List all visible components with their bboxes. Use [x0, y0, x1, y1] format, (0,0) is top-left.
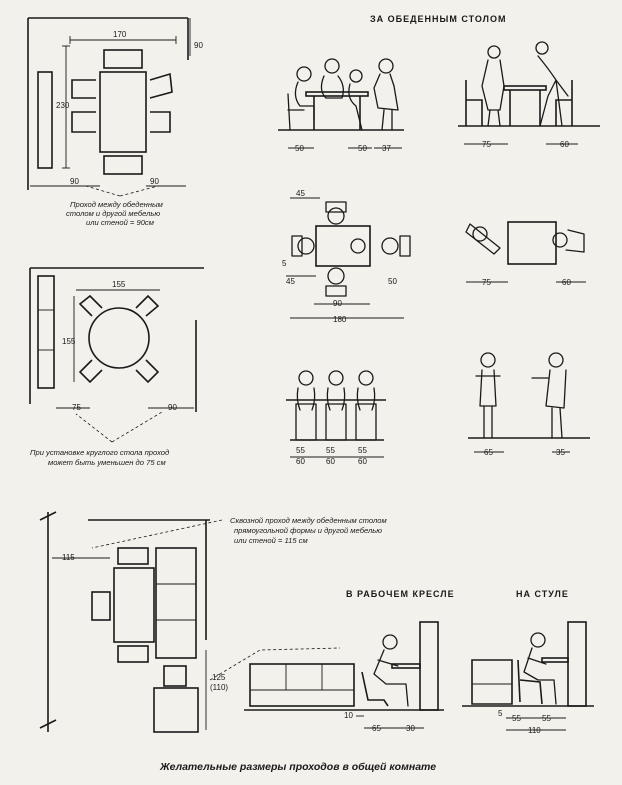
side-standing: 75 60: [458, 41, 600, 149]
dim-waiter-left: 65: [484, 448, 493, 457]
dim-width: 170: [113, 30, 127, 39]
work-chair-view: 10 65 30: [244, 621, 444, 733]
note-rect-3: или стеной = 90см: [86, 218, 155, 227]
note-round-2: может быть уменьшен до 75 см: [48, 458, 166, 467]
plan-round-table: 155 155 75 90 При установке круглого сто…: [29, 267, 204, 467]
armchair-plan: [153, 687, 199, 733]
dim-top-right: 50: [388, 277, 397, 286]
dim-row-b-bot: 60: [326, 457, 335, 466]
round-table: [88, 307, 150, 369]
dim-through: 115: [62, 553, 75, 562]
header-work-chair: В РАБОЧЕМ КРЕСЛЕ: [346, 589, 455, 599]
dim-chair-c: 55: [542, 714, 551, 723]
cabinet: [37, 275, 55, 389]
dim-row-a-bot: 60: [296, 457, 305, 466]
caption: Желательные размеры проходов в общей ком…: [159, 761, 436, 773]
dim-right-clear: 90: [150, 177, 159, 186]
dim-work-c: 30: [406, 724, 415, 733]
dim-stand-right: 60: [560, 140, 569, 149]
sideboard: [37, 71, 53, 169]
header-dining: ЗА ОБЕДЕННЫМ СТОЛОМ: [370, 14, 506, 24]
dim-stand-left: 75: [482, 140, 491, 149]
dim-work-b: 65: [372, 724, 381, 733]
dim-waiter-right: 35: [556, 448, 565, 457]
dim-round-width: 155: [112, 280, 126, 289]
dim-left-clear: 90: [70, 177, 79, 186]
dim-top-left: 45: [286, 277, 295, 286]
dim-top-total: 180: [333, 315, 347, 324]
header-chair: НА СТУЛЕ: [516, 589, 569, 599]
dim-side-right: 37: [382, 144, 391, 153]
desk-cabinet: [419, 621, 439, 711]
dim-top-top: 45: [296, 189, 305, 198]
dim-side-left: 50: [295, 144, 304, 153]
note-through-3: или стеной = 115 см: [234, 536, 308, 545]
chair-cabinet: [567, 621, 587, 707]
dim-row-c-bot: 60: [358, 457, 367, 466]
dim-sofa-clear-alt: (110): [210, 683, 228, 692]
front-row: 55 60 55 60 55 60: [286, 370, 386, 466]
sofa-plan: [155, 547, 197, 659]
dim-sofa-clear: 125: [212, 673, 226, 682]
chair-view: 5 55 55 110: [462, 621, 594, 735]
dim-top-left-small: 5: [282, 259, 287, 268]
dim-top-clear: 90: [194, 41, 203, 50]
note-through-2: прямоугольной формы и другой мебелью: [234, 526, 382, 535]
dim-row-a-top: 55: [296, 446, 305, 455]
top-view-pair: 75 60: [465, 221, 586, 287]
dim-side-mid: 50: [358, 144, 367, 153]
note-rect-2: столом и другой мебелью: [66, 209, 160, 218]
dim-round-left: 75: [72, 403, 81, 412]
dim-row-b-top: 55: [326, 446, 335, 455]
dim-pair-left: 75: [482, 278, 491, 287]
top-view-dining: 45 5 45 50 90 180: [282, 189, 411, 324]
dim-round-height: 155: [62, 337, 76, 346]
plan-through-passage: 115 125 (110) Сквозной проход между обед…: [39, 511, 387, 733]
dim-chair-b: 55: [512, 714, 521, 723]
dim-chair-a: 5: [498, 709, 503, 718]
dim-round-right: 90: [168, 403, 177, 412]
dim-top-inner: 90: [333, 299, 342, 308]
plan-rect-table: 170 230 90 90 90 Проход между обеденным …: [27, 17, 203, 227]
rect-table: [99, 71, 147, 153]
dim-chair-total: 110: [528, 726, 541, 735]
dim-height: 230: [56, 101, 70, 110]
note-round-1: При установке круглого стола проход: [30, 448, 169, 457]
note-rect-1: Проход между обеденным: [70, 200, 164, 209]
dim-row-c-top: 55: [358, 446, 367, 455]
side-dining: 50 50 37: [278, 58, 404, 153]
dim-pair-right: 60: [562, 278, 571, 287]
note-through-1: Сквозной проход между обеденным столом: [230, 516, 387, 525]
sofa-side: [249, 663, 355, 707]
waiters: 65 35: [468, 352, 590, 457]
dim-work-a: 10: [344, 711, 353, 720]
table-3: [113, 567, 155, 643]
